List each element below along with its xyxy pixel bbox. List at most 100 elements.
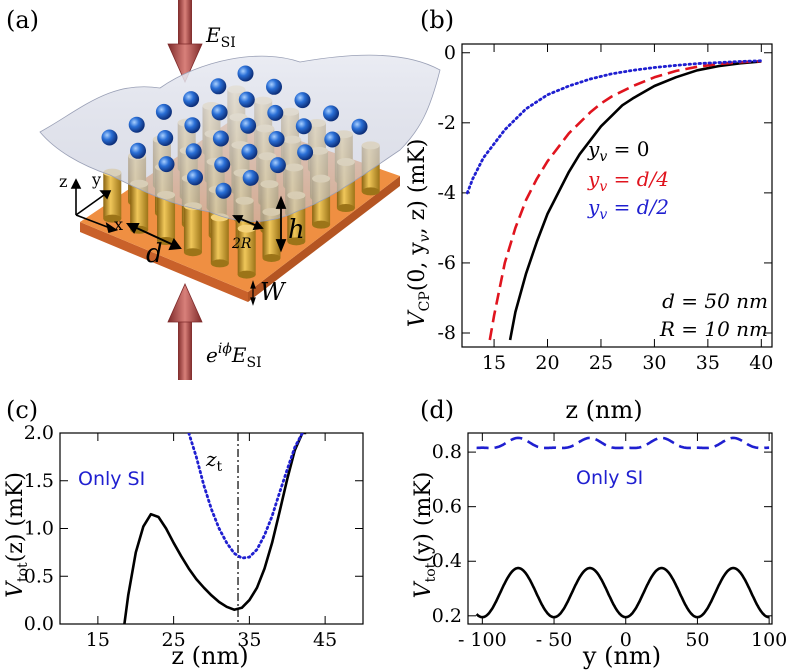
top-arrow-sub: SI [221, 35, 236, 51]
y-tick-label: 2.0 [24, 422, 54, 444]
x-tick-label: 35 [696, 352, 720, 374]
atom [212, 130, 229, 147]
x-tick-label: 20 [535, 352, 559, 374]
y-tick-label: 0 [444, 42, 456, 64]
atom [297, 144, 314, 161]
legend-item-1: yv = d/4 [587, 167, 669, 195]
dim-h-label: h [288, 215, 305, 245]
axis-x-label: x [114, 215, 123, 234]
series-line-0 [508, 60, 762, 341]
atom [184, 117, 201, 134]
svg-text:ESI: ESI [205, 23, 236, 51]
atom [130, 142, 146, 159]
legend-item-2: yv = d/2 [587, 195, 669, 223]
x-tick-label: 50 [685, 629, 709, 651]
atom [155, 103, 172, 120]
y-tick-label: 0.0 [24, 613, 54, 635]
atom [266, 78, 282, 95]
y-tick-label: -4 [437, 182, 456, 204]
atom [268, 131, 285, 147]
atom [238, 91, 255, 108]
svg-text:eiϕESI: eiϕESI [206, 341, 262, 371]
legend-item-0: yv = 0 [587, 137, 649, 165]
y-tick-label: -6 [437, 252, 456, 274]
bottom-field-arrow [167, 283, 203, 380]
x-tick-label: 0 [620, 629, 632, 651]
atom [323, 105, 339, 122]
y-tick-label: 0.6 [432, 496, 462, 518]
pillar-base [183, 248, 202, 257]
chart-b-legend: yv = 0 yv = d/4 yv = d/2 [587, 137, 669, 223]
y-tick-label: -2 [437, 112, 456, 134]
series-line-1 [475, 436, 770, 450]
dimension-h-arrow [275, 195, 287, 253]
y-tick-label: 0.8 [432, 441, 462, 463]
series-line-1 [488, 59, 762, 341]
atom [241, 143, 258, 160]
plot-frame [467, 432, 773, 625]
y-tick-label: -8 [437, 322, 456, 344]
atom [210, 78, 227, 95]
x-tick-label: - 50 [536, 629, 573, 651]
atom [215, 182, 232, 199]
chart-b-annotation-d: d = 50 nm [662, 289, 768, 313]
dimension-2R-arrow [232, 215, 264, 231]
pillar [237, 224, 256, 279]
x-tick-label: 35 [237, 629, 261, 651]
y-tick-label: 1.0 [24, 518, 54, 540]
x-tick-label: 100 [751, 629, 787, 651]
x-tick-label: 30 [642, 352, 666, 374]
chart-b-xlabel: z (nm) [565, 396, 642, 424]
axis-z-label: z [59, 172, 67, 191]
chart-c-only-si-label: Only SI [78, 468, 145, 490]
atom [157, 130, 174, 146]
atom [158, 156, 175, 173]
atom [269, 157, 286, 174]
pillar-base [312, 220, 331, 229]
pillar-base [361, 187, 380, 196]
x-tick-label: 25 [162, 629, 186, 651]
atom [267, 104, 284, 121]
axes-triad [70, 178, 118, 233]
x-tick-label: 45 [313, 629, 337, 651]
atom [294, 92, 311, 109]
atom [183, 91, 200, 108]
chart-c-ylabel: Vtot(z) (mK) [3, 472, 31, 598]
y-tick-label: 0.4 [432, 550, 462, 572]
atom [324, 131, 341, 148]
chart-c-xlabel: z (nm) [171, 642, 248, 670]
atom-sheet [39, 54, 441, 222]
atom [351, 118, 368, 135]
y-tick-label: 1.5 [24, 470, 54, 492]
y-tick-label: 0.2 [432, 605, 462, 627]
pillar-body [237, 228, 256, 275]
bottom-arrow-sub: SI [246, 355, 261, 371]
dim-d-label: d [146, 239, 163, 269]
top-arrow-label: E [205, 23, 221, 47]
panel-a-label: (a) [6, 6, 39, 34]
atom [187, 169, 203, 186]
dimension-d-arrow [126, 223, 182, 251]
series-line-2 [465, 59, 763, 195]
chart-d-only-si-label: Only SI [576, 467, 643, 489]
pillar-base [103, 214, 122, 223]
atom [295, 118, 312, 135]
dimension-W-arrow [250, 280, 256, 306]
panel-c-label: (c) [6, 396, 38, 424]
x-tick-label: 25 [589, 352, 613, 374]
series-line-0 [123, 433, 307, 624]
pillar-base [287, 237, 306, 246]
panel-a: (a) ESI z y x [6, 0, 441, 380]
bottom-arrow-sup: iϕ [218, 341, 232, 357]
pillar-body [183, 206, 202, 253]
pillar-body [130, 183, 149, 230]
atom [101, 129, 118, 146]
atom [240, 117, 257, 134]
chart-d-ylabel: Vtot(y) (mK) [411, 472, 439, 599]
